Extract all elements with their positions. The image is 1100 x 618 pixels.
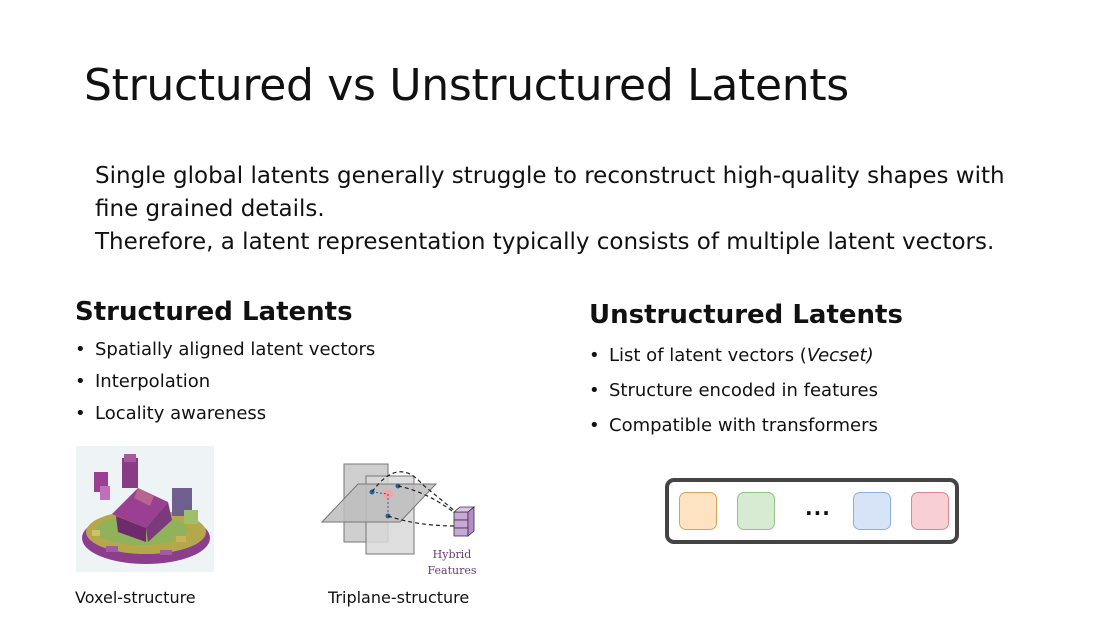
slide-title: Structured vs Unstructured Latents xyxy=(84,60,849,111)
intro-text: Single global latents generally struggle… xyxy=(95,160,1005,259)
intro-line-2: fine grained details. xyxy=(95,196,325,222)
vecset-term: Vecset) xyxy=(806,345,874,366)
intro-line-1: Single global latents generally struggle… xyxy=(95,163,1005,189)
hybrid-features-cube xyxy=(452,506,476,537)
structured-heading: Structured Latents xyxy=(75,297,353,327)
voxel-structure-image xyxy=(76,446,214,572)
structured-bullet: Spatially aligned latent vectors xyxy=(75,337,375,369)
structured-bullet: Interpolation xyxy=(75,369,375,401)
bullet-text: Compatible with transformers xyxy=(609,415,878,436)
triplane-structure-diagram: Hybrid Features xyxy=(320,463,477,577)
intro-line-3: Therefore, a latent representation typic… xyxy=(95,229,995,255)
unstructured-bullet-list: List of latent vectors (Vecset) Structur… xyxy=(589,343,878,448)
unstructured-bullet: List of latent vectors (Vecset) xyxy=(589,343,878,378)
unstructured-bullet: Compatible with transformers xyxy=(589,413,878,448)
bullet-text: Structure encoded in features xyxy=(609,380,878,401)
latent-vector-cell-3 xyxy=(853,492,891,530)
structured-bullet-list: Spatially aligned latent vectors Interpo… xyxy=(75,337,375,433)
bullet-text: List of latent vectors ( xyxy=(609,345,807,366)
latent-vector-cell-2 xyxy=(737,492,775,530)
voxel-roof xyxy=(112,488,168,528)
latent-vector-cell-1 xyxy=(679,492,717,530)
latent-vector-cell-4 xyxy=(911,492,949,530)
voxel-caption: Voxel-structure xyxy=(75,588,196,607)
triplane-plane-xz xyxy=(320,483,438,523)
unstructured-heading: Unstructured Latents xyxy=(589,300,903,330)
vecset-container: ... xyxy=(665,478,959,544)
vecset-ellipsis: ... xyxy=(805,496,831,520)
hybrid-label-line1: Hybrid xyxy=(433,548,472,561)
triplane-caption: Triplane-structure xyxy=(328,588,470,607)
structured-bullet: Locality awareness xyxy=(75,401,375,433)
unstructured-bullet: Structure encoded in features xyxy=(589,378,878,413)
voxel-tower xyxy=(122,458,138,488)
hybrid-label-line2: Features xyxy=(427,564,476,577)
